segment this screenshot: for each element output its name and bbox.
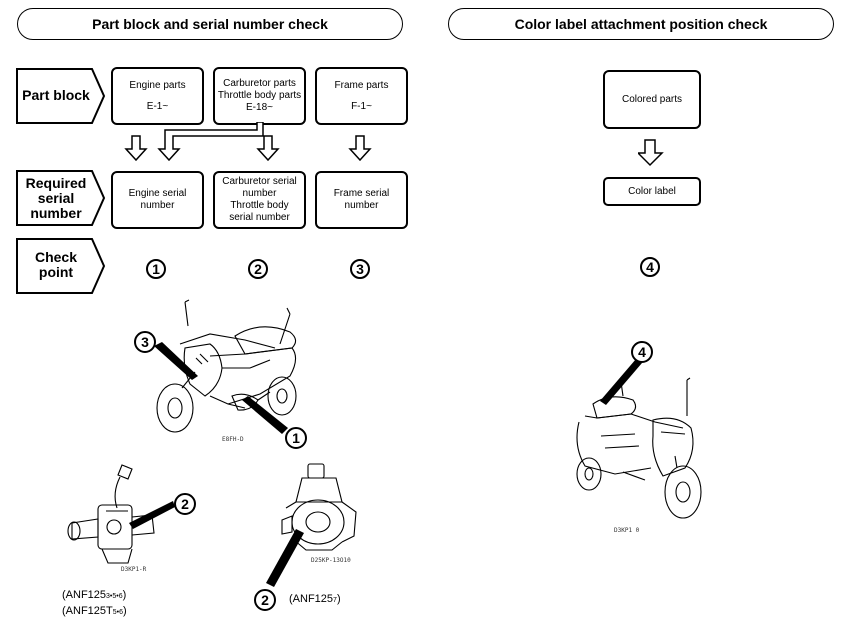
part-block-engine-code: E-1~: [146, 100, 169, 112]
serial-engine-line2: number: [140, 200, 175, 211]
check-point-4: 4: [640, 257, 660, 277]
carb-model-1-close: ): [122, 589, 127, 601]
scooter-illustration-right: [576, 377, 702, 519]
down-arrow-icon: [638, 139, 664, 167]
header-part-block-check: Part block and serial number check: [17, 8, 403, 40]
colored-parts-text: Colored parts: [621, 93, 683, 105]
row-label-check-line: Check: [34, 249, 78, 265]
carburetor-illustration: [67, 464, 155, 564]
part-block-engine-title: Engine parts: [129, 79, 186, 91]
callout-4-number: 4: [638, 344, 646, 360]
row-label-point-line: point: [38, 264, 74, 280]
leader-line-carburetor: [129, 501, 175, 529]
check-point-1: 1: [146, 259, 166, 279]
check-point-3-number: 3: [356, 261, 364, 277]
part-block-frame: Frame parts F-1~: [315, 67, 408, 125]
callout-2b-number: 2: [261, 592, 269, 608]
row-label-shape-check-point: [16, 238, 106, 294]
serial-carb-line1: Carburetor serial: [222, 176, 297, 187]
check-point-4-number: 4: [646, 259, 654, 275]
row-label-part-block: Part block: [18, 88, 94, 103]
flow-arrows: [124, 122, 372, 162]
part-block-frame-code: F-1~: [351, 100, 372, 112]
scooter-illustration-left: [156, 299, 297, 433]
figure-code-throttle: D25KP-13O10: [311, 557, 351, 564]
leader-lines-left-bike: [154, 342, 288, 434]
row-label-number-line: number: [30, 205, 82, 221]
throttle-model-caption: (ANF1257): [289, 593, 341, 605]
part-block-frame-title: Frame parts: [334, 79, 389, 91]
part-block-carburetor-title: Carburetor parts: [223, 78, 296, 89]
header-right-text: Color label attachment position check: [514, 16, 768, 32]
down-arrow-icon: [348, 135, 372, 162]
throttle-body-illustration: [281, 463, 357, 551]
row-label-shape-part-block: [16, 68, 106, 124]
part-block-engine: Engine parts E-1~: [111, 67, 204, 125]
serial-carb-line4: serial number: [229, 212, 290, 223]
colored-parts-box: Colored parts: [603, 70, 701, 129]
callout-1-left-bike: 1: [285, 427, 307, 449]
down-arrow-icon: [124, 135, 148, 162]
serial-carb-line2: number: [242, 188, 277, 199]
serial-carb-line3: Throttle body: [230, 200, 289, 211]
part-block-carburetor: Carburetor parts Throttle body parts E-1…: [213, 67, 306, 125]
carb-model-2-close: ): [123, 605, 127, 617]
callout-3-number: 3: [141, 334, 149, 350]
row-label-serial-line: serial: [37, 190, 75, 206]
throttle-model: (ANF125: [289, 593, 334, 605]
serial-frame-line1: Frame serial: [333, 188, 390, 199]
check-point-2: 2: [248, 259, 268, 279]
serial-box-engine: Engine serial number: [111, 171, 204, 229]
serial-box-carburetor: Carburetor serial number Throttle body s…: [213, 171, 306, 229]
header-color-label-check: Color label attachment position check: [448, 8, 834, 40]
serial-box-frame: Frame serial number: [315, 171, 408, 229]
carb-model-2: (ANF125T: [62, 605, 113, 617]
throttle-model-variant: 7: [333, 597, 337, 604]
callout-2a-number: 2: [181, 496, 189, 512]
serial-engine-line1: Engine serial: [128, 188, 187, 199]
throttle-model-close: ): [336, 593, 341, 605]
carburetor-model-caption: (ANF1253•5•6) (ANF125T5•6): [62, 588, 127, 620]
figure-code-right-bike: D3KP1 0: [614, 527, 640, 534]
part-block-throttle-title: Throttle body parts: [217, 90, 302, 101]
color-label-text: Color label: [628, 185, 676, 197]
callout-2-carburetor: 2: [174, 493, 196, 515]
check-point-1-number: 1: [152, 261, 160, 277]
callout-2-throttle: 2: [254, 589, 276, 611]
row-label-check-point: Check point: [18, 250, 94, 280]
carb-model-1-variants: 3•5•6: [106, 593, 123, 600]
row-label-shape-required-serial: [16, 170, 106, 226]
row-label-required-line: Required: [25, 175, 87, 191]
figure-code-left-bike: E8FH-D: [222, 436, 244, 443]
leader-line-right-bike: [600, 359, 642, 405]
serial-frame-line2: number: [344, 200, 379, 211]
carb-model-2-variants: 5•6: [112, 609, 123, 616]
color-label-box: Color label: [603, 177, 701, 206]
carb-model-1: (ANF125: [62, 589, 107, 601]
figure-code-carburetor: D3KP1-R: [121, 566, 147, 573]
callout-4-right-bike: 4: [631, 341, 653, 363]
l-arrow-icon: [157, 122, 264, 162]
check-point-3: 3: [350, 259, 370, 279]
callout-3-left-bike: 3: [134, 331, 156, 353]
leader-line-throttle: [266, 529, 304, 587]
down-arrow-icon: [256, 135, 280, 162]
callout-1-number: 1: [292, 430, 300, 446]
part-block-carburetor-code: E-18~: [246, 102, 273, 113]
header-left-text: Part block and serial number check: [92, 16, 328, 32]
check-point-2-number: 2: [254, 261, 262, 277]
row-label-required-serial: Required serial number: [18, 176, 94, 221]
row-label-part-block-text: Part block: [22, 87, 90, 103]
